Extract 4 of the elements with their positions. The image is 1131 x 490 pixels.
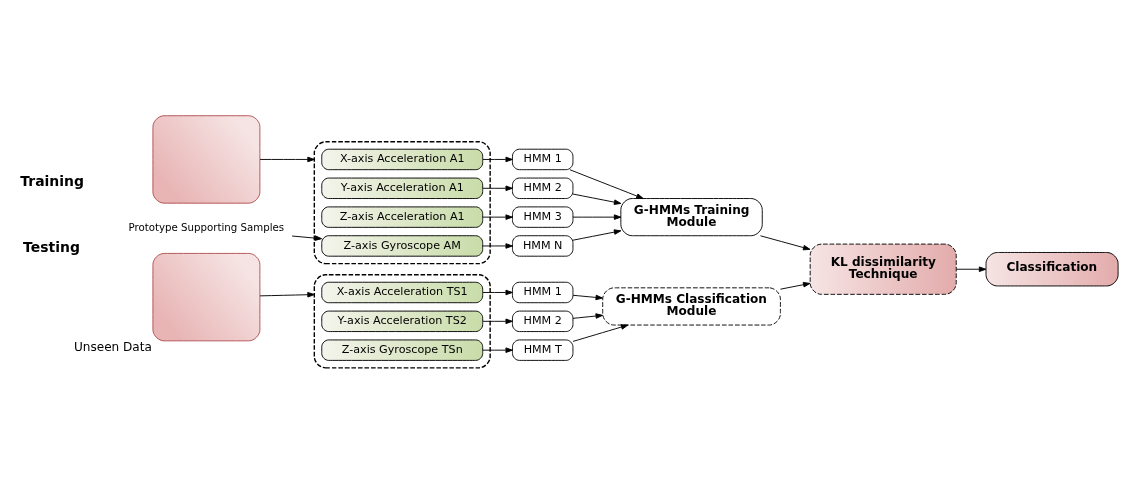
node-text: Prototype Supporting Samples	[128, 221, 285, 233]
node-label: Unseen Data	[73, 339, 152, 354]
label: Training	[20, 172, 84, 189]
label: Testing	[23, 238, 80, 255]
